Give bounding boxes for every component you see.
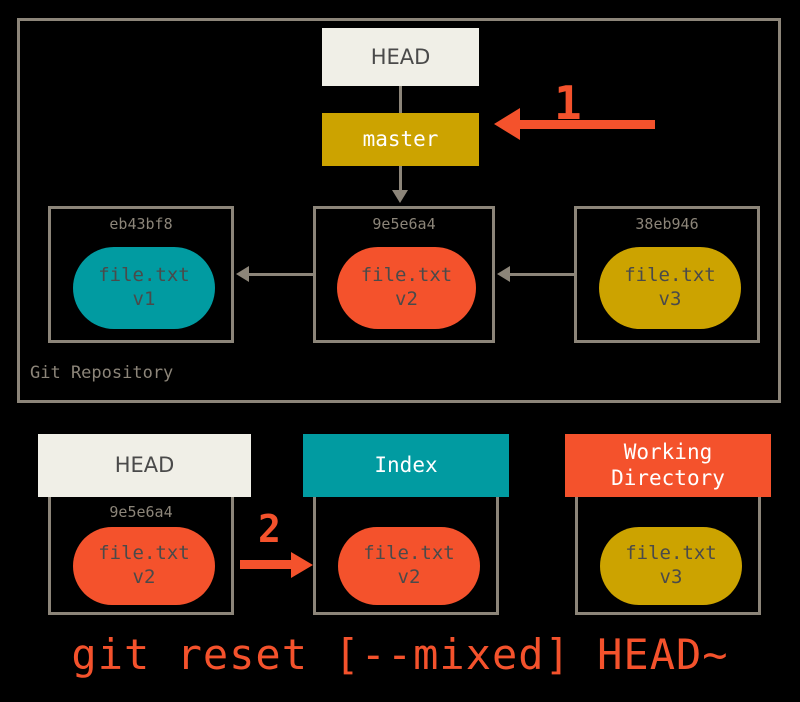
commit-blob-filename-v1: file.txt — [98, 264, 190, 287]
stage-panel-body-index: file.txt v2 — [313, 497, 499, 615]
stage-panel-header-head[interactable]: HEAD — [38, 434, 251, 497]
commit-blob-version-v1: v1 — [132, 288, 156, 310]
stage-panel-header-working-directory[interactable]: Working Directory — [565, 434, 771, 497]
stage-blob-working: file.txt v3 — [600, 527, 742, 605]
commit-blob-v2: file.txt v2 — [337, 247, 476, 329]
commit-blob-version-v2: v2 — [395, 288, 418, 310]
step-1-arrow-head — [494, 108, 520, 140]
stage-panel-body-head: 9e5e6a4 file.txt v2 — [48, 497, 234, 615]
master-ref-box[interactable]: master — [322, 113, 479, 166]
head-to-master-connector — [399, 86, 402, 113]
stage-blob-version-head: v2 — [132, 566, 156, 588]
git-repository-label: Git Repository — [30, 363, 174, 383]
commit-blob-v3: file.txt v3 — [599, 247, 741, 329]
commit-card-38eb946[interactable]: 38eb946 file.txt v3 — [574, 206, 760, 343]
commit-hash-38eb946: 38eb946 — [635, 215, 699, 233]
stage-blob-filename-head: file.txt — [98, 542, 190, 565]
step-2-arrow-head — [291, 552, 313, 578]
master-to-commit-arrowhead — [392, 190, 408, 203]
commit-blob-version-v3: v3 — [658, 288, 682, 310]
stage-panel-body-working-directory: file.txt v3 — [575, 497, 761, 615]
master-to-commit-connector — [399, 166, 402, 198]
commit-blob-v1: file.txt v1 — [73, 247, 215, 329]
step-2-number: 2 — [258, 507, 281, 551]
stage-blob-index: file.txt v2 — [338, 527, 480, 605]
commit2-to-commit1-line — [249, 273, 316, 276]
head-ref-box[interactable]: HEAD — [322, 28, 479, 86]
commit-card-eb43bf8[interactable]: eb43bf8 file.txt v1 — [48, 206, 234, 343]
head-ref-label: HEAD — [370, 44, 431, 69]
stage-blob-version-working: v3 — [659, 566, 683, 588]
commit2-to-commit1-arrowhead — [236, 266, 249, 282]
git-repository-frame — [17, 18, 781, 403]
stage-blob-filename-index: file.txt — [363, 542, 455, 565]
stage-blob-version-index: v2 — [397, 566, 421, 588]
commit-blob-filename-v2: file.txt — [360, 264, 453, 287]
stage-panel-title-index: Index — [374, 452, 438, 477]
step-1-number: 1 — [554, 76, 582, 130]
stage-blob-head: file.txt v2 — [73, 527, 215, 605]
stage-panel-title-working-line2: Directory — [611, 465, 725, 490]
commit-blob-filename-v3: file.txt — [624, 264, 716, 287]
commit-hash-9e5e6a4: 9e5e6a4 — [372, 215, 436, 233]
stage-panel-hash-head: 9e5e6a4 — [109, 503, 173, 521]
commit-hash-eb43bf8: eb43bf8 — [109, 215, 173, 233]
stage-panel-title-working-line1: Working — [623, 440, 713, 465]
stage-panel-header-index[interactable]: Index — [303, 434, 509, 497]
commit3-to-commit2-line — [510, 273, 577, 276]
commit3-to-commit2-arrowhead — [497, 266, 510, 282]
step-2-arrow-shaft — [240, 560, 293, 569]
stage-blob-filename-working: file.txt — [625, 542, 717, 565]
step-1-arrow-shaft — [520, 120, 655, 129]
command-caption: git reset [--mixed] HEAD~ — [71, 630, 729, 679]
commit-card-9e5e6a4[interactable]: 9e5e6a4 file.txt v2 — [313, 206, 495, 343]
stage-panel-title-head: HEAD — [114, 452, 175, 477]
master-ref-label: master — [362, 127, 439, 152]
